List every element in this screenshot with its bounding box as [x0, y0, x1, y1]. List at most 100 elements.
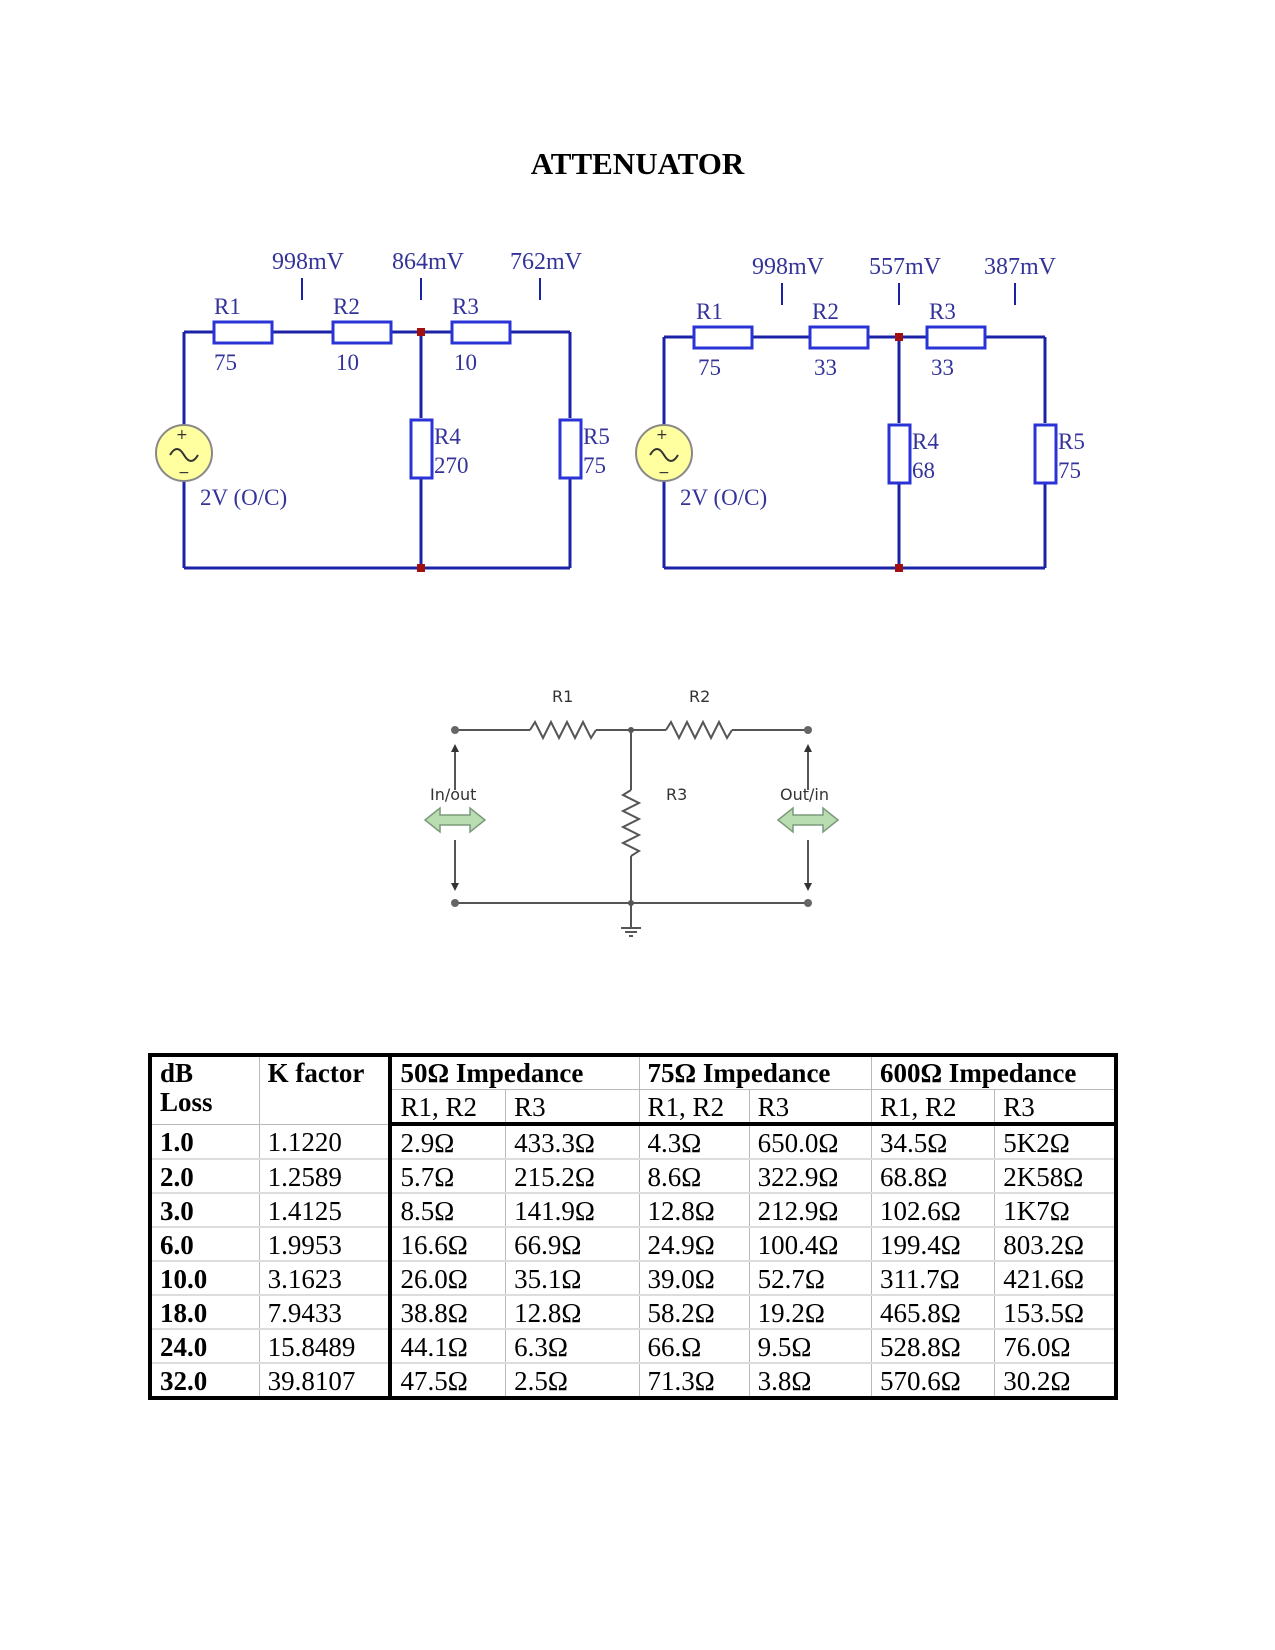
k-factor-cell: 1.4125 [259, 1193, 391, 1228]
resistance-cell: 141.9Ω [505, 1193, 640, 1228]
table-subheader-row: R1, R2 R3 R1, R2 R3 R1, R2 R3 [150, 1089, 1117, 1126]
subheader-r3: R3 [505, 1089, 640, 1126]
r2-value: 33 [814, 355, 837, 380]
resistance-cell: 58.2Ω [639, 1295, 750, 1330]
db-loss-cell: 3.0 [150, 1193, 260, 1228]
in-out-label: In/out [430, 785, 476, 804]
r3-label: R3 [666, 785, 687, 804]
resistance-cell: 39.0Ω [639, 1261, 750, 1296]
resistor-r2 [665, 719, 733, 741]
resistance-cell: 1K7Ω [994, 1193, 1117, 1228]
terminal-dot [804, 726, 812, 734]
resistance-cell: 212.9Ω [749, 1193, 872, 1228]
resistance-cell: 47.5Ω [388, 1363, 507, 1399]
resistance-cell: 311.7Ω [871, 1261, 996, 1296]
resistor-r3 [925, 325, 987, 350]
resistance-cell: 12.8Ω [505, 1295, 640, 1330]
resistance-cell: 44.1Ω [388, 1329, 507, 1364]
r4-value: 270 [434, 453, 469, 478]
db-loss-cell: 32.0 [150, 1363, 260, 1399]
resistance-cell: 2.5Ω [505, 1363, 640, 1399]
resistance-cell: 26.0Ω [388, 1261, 507, 1296]
arrow-down-icon [804, 883, 812, 891]
resistance-cell: 2.9Ω [388, 1124, 507, 1160]
resistance-cell: 24.9Ω [639, 1227, 750, 1262]
resistance-cell: 433.3Ω [505, 1124, 640, 1160]
probe-voltage-2: 864mV [392, 249, 465, 275]
subheader-r1-r2: R1, R2 [639, 1089, 750, 1126]
resistance-cell: 528.8Ω [871, 1329, 996, 1364]
k-factor-cell: 39.8107 [259, 1363, 391, 1399]
resistance-cell: 4.3Ω [639, 1124, 750, 1160]
arrow-down-icon [451, 883, 459, 891]
r3-name: R3 [452, 294, 479, 319]
subheader-r3: R3 [749, 1089, 872, 1126]
resistance-cell: 322.9Ω [749, 1159, 872, 1194]
resistance-cell: 34.5Ω [871, 1124, 996, 1160]
resistance-cell: 71.3Ω [639, 1363, 750, 1399]
r1-name: R1 [214, 294, 241, 319]
terminal-dot [451, 726, 459, 734]
r5-value: 75 [1058, 458, 1081, 483]
resistance-cell: 153.5Ω [994, 1295, 1117, 1330]
resistance-cell: 66.Ω [639, 1329, 750, 1364]
resistance-cell: 6.3Ω [505, 1329, 640, 1364]
ac-source-icon: + − [155, 424, 213, 482]
svg-text:−: − [178, 465, 190, 481]
resistance-cell: 199.4Ω [871, 1227, 996, 1262]
ac-source-icon: + − [635, 424, 693, 482]
resistance-cell: 215.2Ω [505, 1159, 640, 1194]
resistor-r3 [620, 789, 642, 857]
subheader-r3: R3 [994, 1089, 1117, 1126]
r5-name: R5 [1058, 429, 1085, 454]
arrow-up-icon [804, 744, 812, 752]
r3-value: 33 [931, 355, 954, 380]
r5-name: R5 [583, 424, 610, 449]
resistor-r3 [450, 320, 512, 345]
resistance-cell: 35.1Ω [505, 1261, 640, 1296]
resistance-cell: 5.7Ω [388, 1159, 507, 1194]
r1-value: 75 [698, 355, 721, 380]
header-600-ohm: 600Ω Impedance [871, 1055, 1117, 1090]
header-50-ohm: 50Ω Impedance [388, 1055, 640, 1090]
k-factor-cell: 15.8489 [259, 1329, 391, 1364]
resistor-r4 [887, 423, 912, 485]
subheader-r1-r2: R1, R2 [388, 1089, 507, 1126]
resistance-cell: 421.6Ω [994, 1261, 1117, 1296]
resistor-r1 [212, 320, 274, 345]
svg-text:+: + [176, 427, 188, 443]
resistance-cell: 66.9Ω [505, 1227, 640, 1262]
resistance-cell: 3.8Ω [749, 1363, 872, 1399]
probe-voltage-3: 762mV [510, 249, 583, 275]
r1-label: R1 [552, 687, 573, 706]
header-k-factor: K factor [259, 1055, 391, 1125]
k-factor-cell: 1.9953 [259, 1227, 391, 1262]
source-label: 2V (O/C) [680, 485, 767, 510]
resistance-cell: 570.6Ω [871, 1363, 996, 1399]
out-in-label: Out/in [780, 785, 829, 804]
k-factor-cell: 3.1623 [259, 1261, 391, 1296]
resistor-r1 [529, 719, 597, 741]
r4-value: 68 [912, 458, 935, 483]
r2-name: R2 [812, 299, 839, 324]
r1-name: R1 [696, 299, 723, 324]
source-label: 2V (O/C) [200, 485, 287, 510]
resistance-cell: 465.8Ω [871, 1295, 996, 1330]
db-loss-cell: 10.0 [150, 1261, 260, 1296]
ground-icon [621, 927, 641, 937]
r1-value: 75 [214, 350, 237, 375]
resistance-cell: 102.6Ω [871, 1193, 996, 1228]
junction-node [417, 328, 425, 336]
resistance-cell: 16.6Ω [388, 1227, 507, 1262]
probe-voltage-1: 998mV [272, 249, 345, 275]
r2-value: 10 [336, 350, 359, 375]
resistor-r2 [331, 320, 393, 345]
db-loss-cell: 24.0 [150, 1329, 260, 1364]
